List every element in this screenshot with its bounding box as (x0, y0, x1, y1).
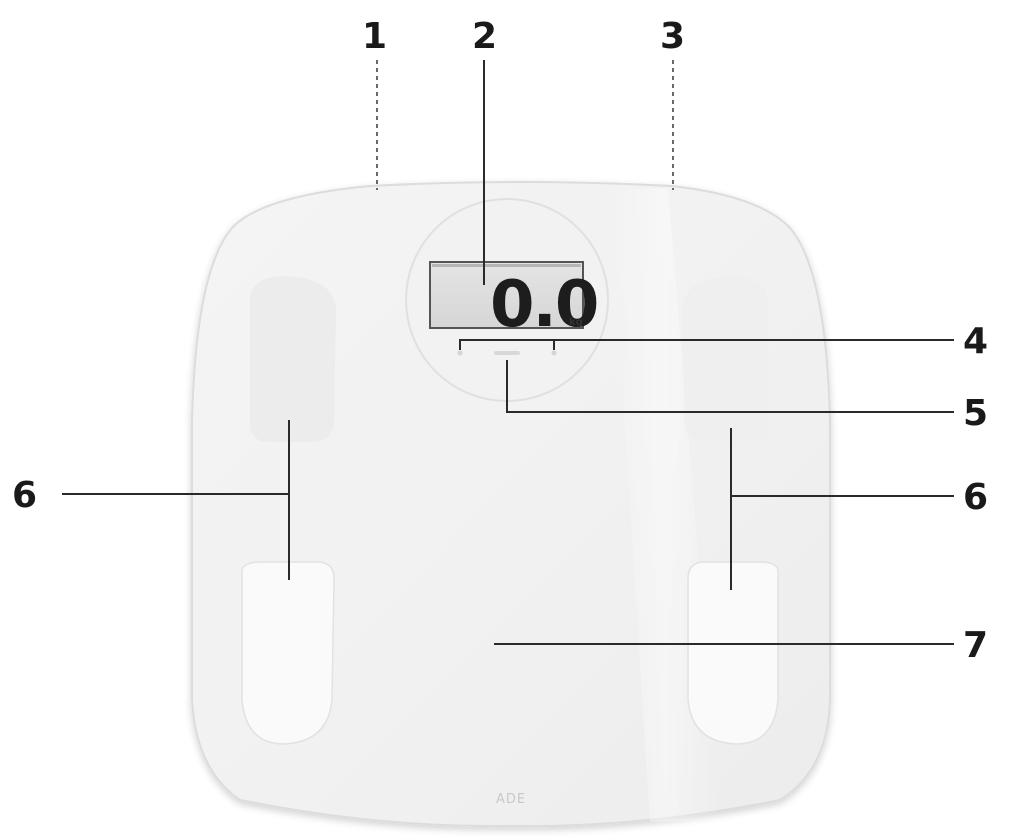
upper-electrode-left (250, 276, 336, 442)
callout-7: 7 (963, 625, 988, 666)
lcd-bezel-line (432, 264, 581, 267)
brand-mark: ADE (496, 792, 526, 807)
indicator-bar-center (494, 351, 520, 355)
upper-electrode-right (682, 276, 768, 442)
leader-4 (459, 339, 954, 350)
callout-1: 1 (362, 16, 387, 57)
leader-5 (506, 360, 954, 413)
lower-electrode-left (241, 561, 335, 745)
callout-6-left: 6 (12, 475, 37, 516)
display-reading: 0.0 (490, 268, 597, 342)
callout-6-right: 6 (963, 477, 988, 518)
callout-3: 3 (660, 16, 685, 57)
indicator-dot-left (457, 350, 463, 356)
lower-electrode-right (687, 561, 779, 745)
indicator-dot-right (551, 350, 557, 356)
display-unit: kg (569, 317, 583, 328)
callout-5: 5 (963, 393, 988, 434)
callout-2: 2 (472, 16, 497, 57)
lcd-window (429, 261, 584, 329)
callout-4: 4 (963, 321, 988, 362)
